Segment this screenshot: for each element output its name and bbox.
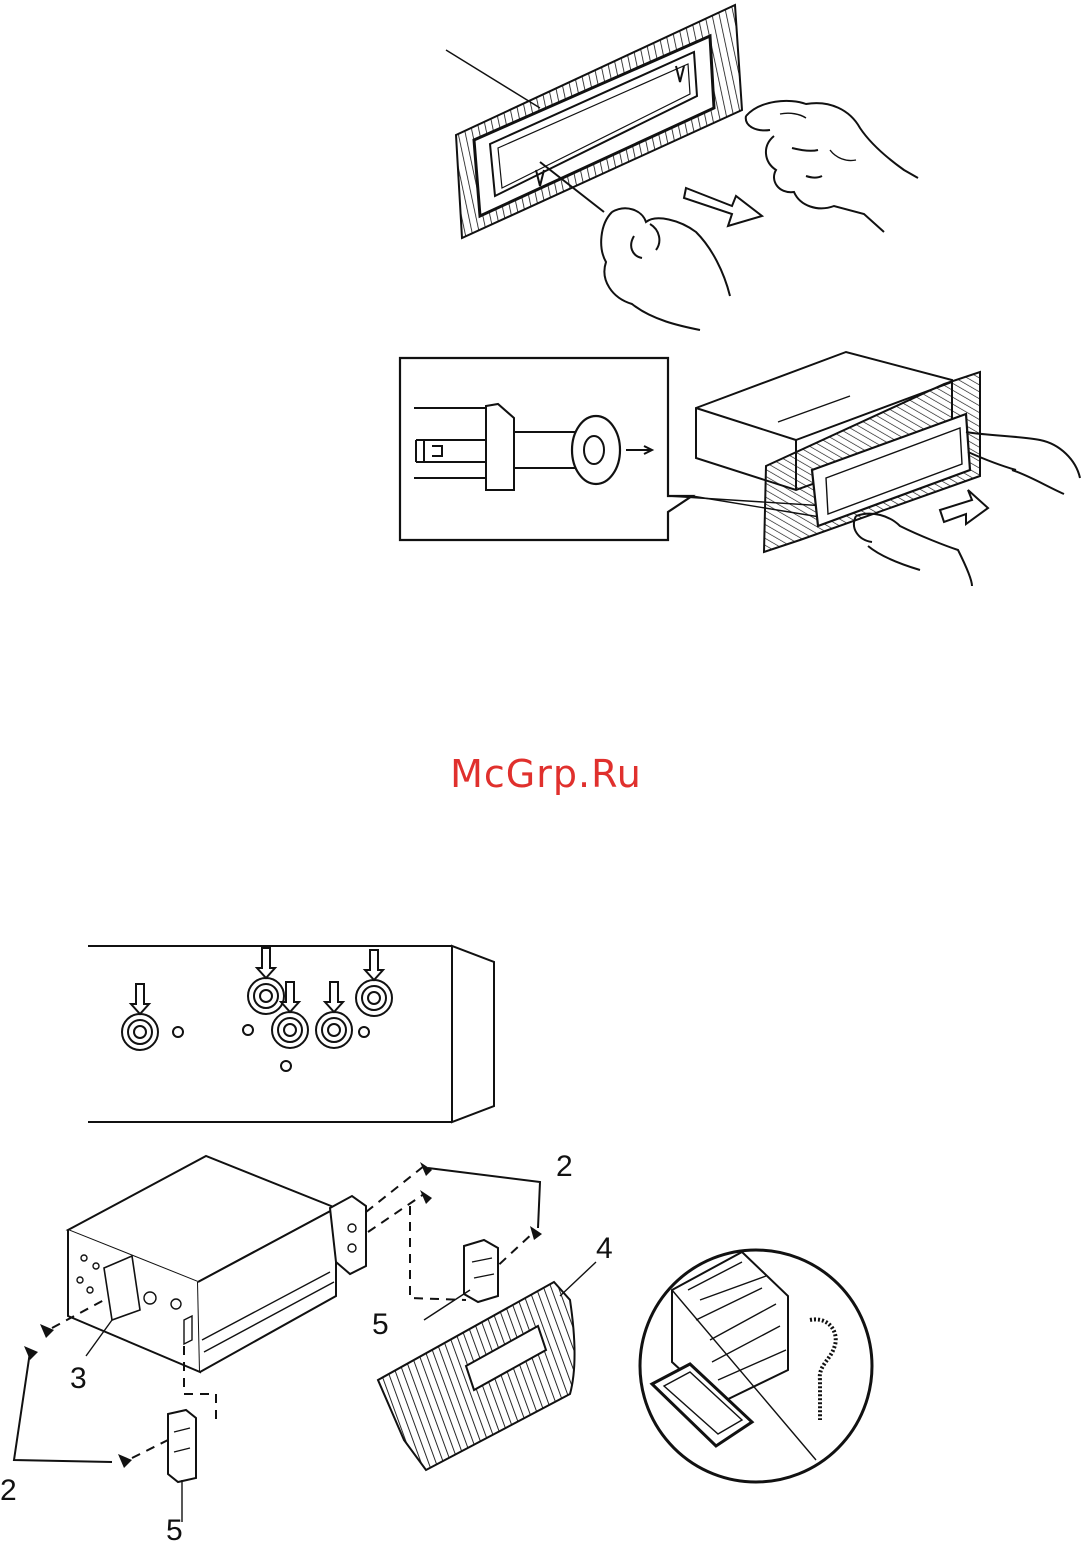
callout-3: 3	[70, 1362, 87, 1395]
screw-icon	[24, 1346, 38, 1360]
detail-circle	[640, 1250, 872, 1482]
bracket-top	[464, 1240, 498, 1302]
screw-icon	[530, 1226, 542, 1240]
bracket-bottom	[168, 1410, 196, 1482]
screw-icon	[420, 1190, 432, 1204]
side-bracket	[330, 1196, 366, 1274]
screw-icon	[118, 1454, 132, 1468]
callout-2-bottom: 2	[0, 1474, 17, 1507]
callout-5-top: 5	[372, 1308, 389, 1341]
callout-5-bottom: 5	[166, 1514, 183, 1542]
radio-unit	[68, 580, 336, 1372]
callout-2-top: 2	[556, 1150, 573, 1183]
screw-icon	[40, 1324, 54, 1338]
callout-4: 4	[596, 1232, 613, 1265]
